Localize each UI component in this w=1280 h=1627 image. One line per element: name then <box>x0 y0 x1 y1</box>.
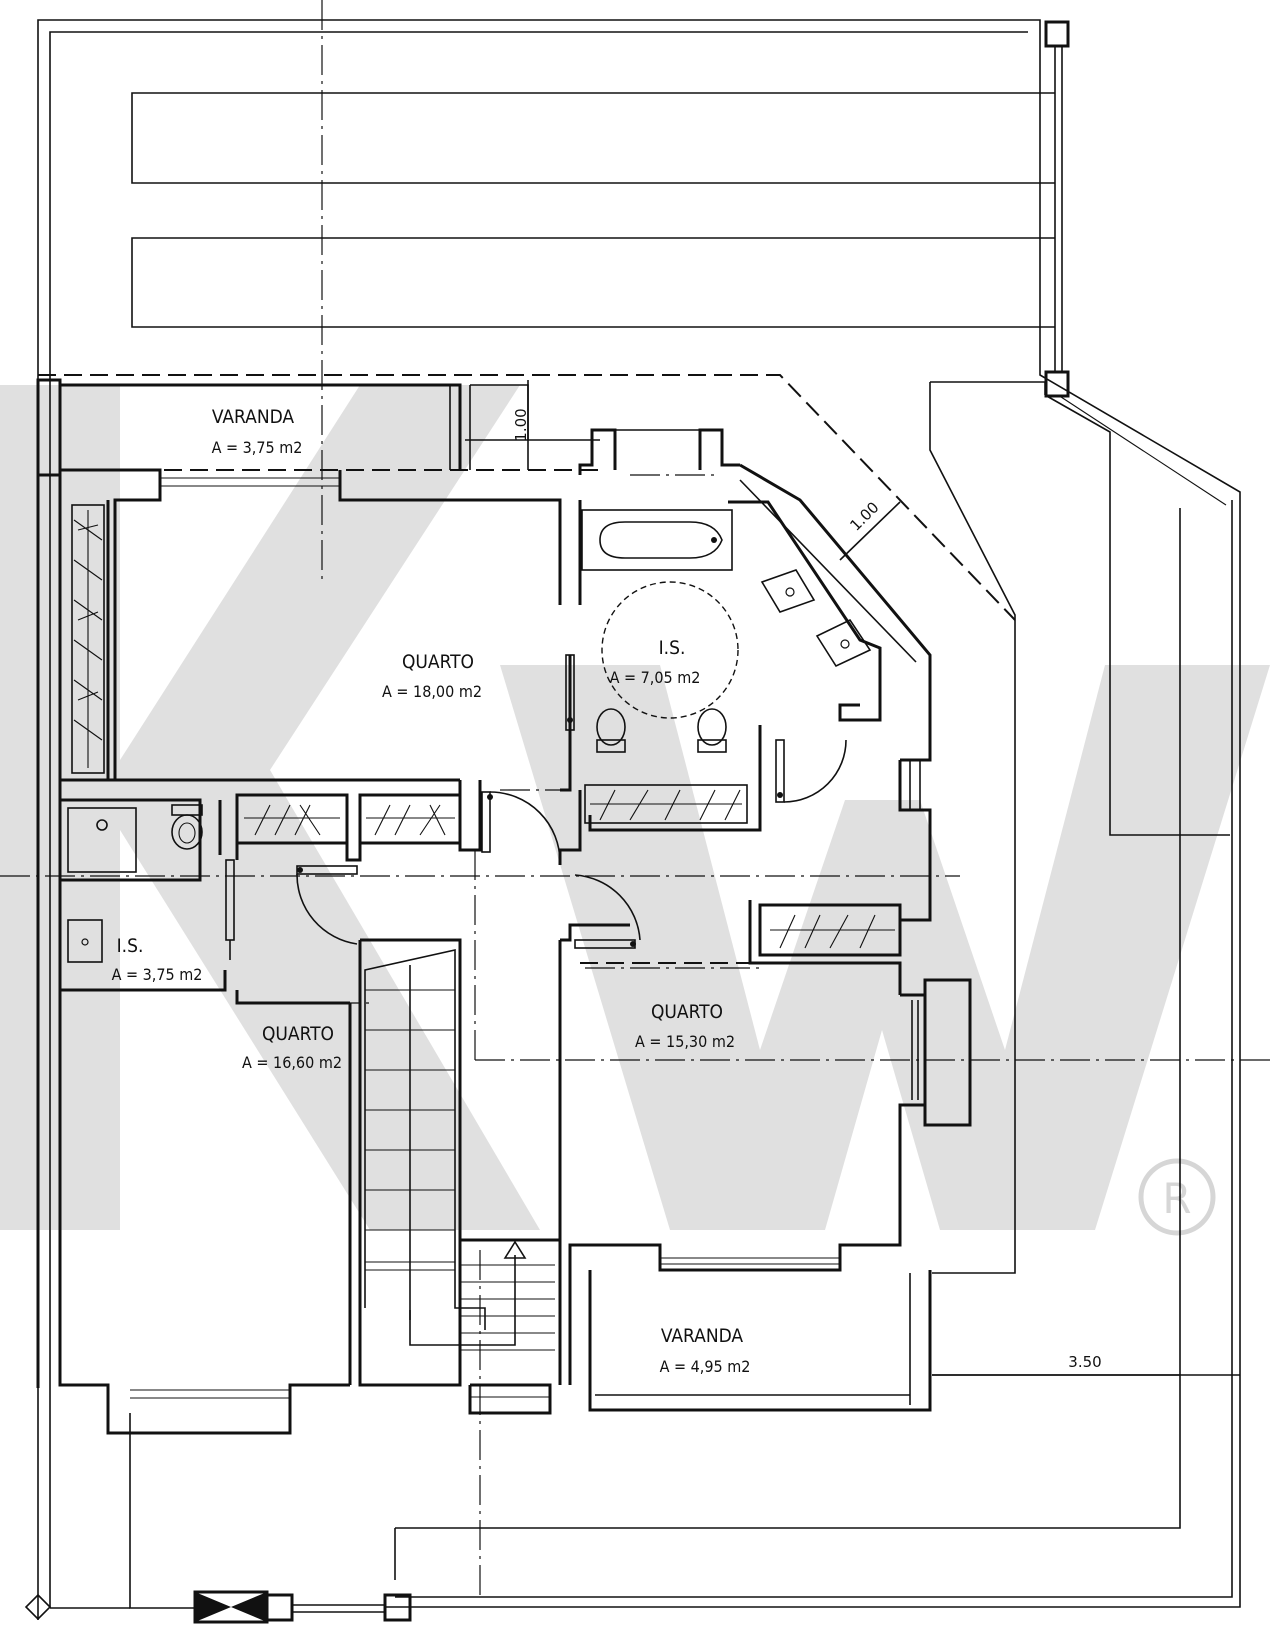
stairs <box>364 949 555 1351</box>
room-quarto-3: QUARTO A = 15,30 m2 <box>635 1001 735 1051</box>
door-is-1-b <box>775 739 847 803</box>
room-quarto-2: QUARTO A = 16,60 m2 <box>242 1023 342 1072</box>
parking-bays <box>131 92 1055 328</box>
fixtures <box>67 509 872 963</box>
room-name: I.S. <box>659 637 686 659</box>
registered-mark-icon: R <box>1138 1158 1216 1236</box>
door-quarto-3 <box>574 874 641 949</box>
room-area: A = 7,05 m2 <box>610 668 701 687</box>
top-right-frame <box>1044 20 1070 398</box>
bidet-icon <box>697 708 727 753</box>
toilet-icon <box>596 708 626 753</box>
dimension-label-top: 1.00 <box>512 408 530 441</box>
room-name: QUARTO <box>402 651 474 673</box>
outer-boundary <box>37 19 1241 1620</box>
room-varanda-bottom: VARANDA A = 4,95 m2 <box>660 1325 751 1376</box>
watermark: R <box>0 385 1270 1236</box>
door-quarto-1 <box>481 791 561 863</box>
room-name: I.S. <box>117 935 144 957</box>
room-name: QUARTO <box>651 1001 723 1023</box>
registered-mark-text: R <box>1162 1174 1191 1223</box>
sink-icon <box>815 618 872 668</box>
room-is-1: I.S. A = 7,05 m2 <box>610 637 701 687</box>
marker-icon <box>24 1593 52 1621</box>
watermark-letter-w <box>500 665 1270 1230</box>
room-area: A = 15,30 m2 <box>635 1032 735 1051</box>
dimension-label-right: 3.50 <box>1068 1353 1101 1371</box>
bathtub-icon <box>581 509 733 571</box>
terrace-outline <box>929 381 1230 1274</box>
sink-icon <box>67 919 103 963</box>
doors <box>225 654 847 960</box>
room-name: VARANDA <box>661 1325 744 1347</box>
toilet-icon <box>171 804 203 850</box>
room-area: A = 4,95 m2 <box>660 1357 751 1376</box>
room-area: A = 16,60 m2 <box>242 1053 342 1072</box>
dimension-right: 3.50 <box>932 1353 1240 1376</box>
room-area: A = 3,75 m2 <box>112 965 203 984</box>
wardrobe-hatching <box>71 504 895 949</box>
room-name: QUARTO <box>262 1023 334 1045</box>
gate <box>24 1590 412 1624</box>
door-is-2 <box>225 859 235 960</box>
sink-icon <box>760 569 816 613</box>
room-area: A = 3,75 m2 <box>212 438 303 457</box>
varanda-top <box>36 378 600 477</box>
room-varanda-top: VARANDA A = 3,75 m2 <box>212 406 303 457</box>
room-name: VARANDA <box>212 406 295 428</box>
door-is-1 <box>565 654 575 731</box>
dimension-diag: 1.00 <box>839 498 901 561</box>
dimension-label-diag: 1.00 <box>846 498 882 534</box>
room-area: A = 18,00 m2 <box>382 682 482 701</box>
room-quarto-1: QUARTO A = 18,00 m2 <box>382 651 482 701</box>
room-is-2: I.S. A = 3,75 m2 <box>112 935 203 984</box>
door-quarto-2 <box>296 865 358 945</box>
dimension-top: 1.00 <box>512 380 530 470</box>
shower-tray-icon <box>67 807 137 873</box>
